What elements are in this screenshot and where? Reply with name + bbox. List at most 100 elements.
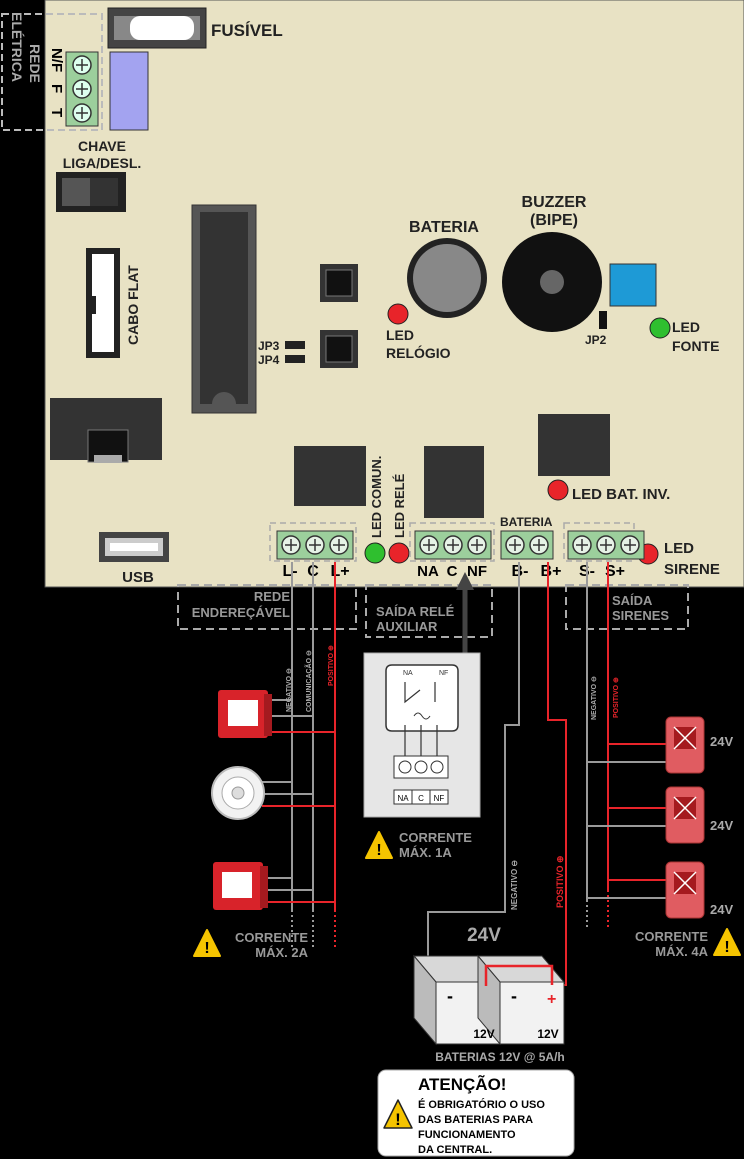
led-comun-label: LED COMUN. [369,456,384,538]
usb-label: USB [122,569,154,586]
led-bat-inv-label: LED BAT. INV. [572,486,670,503]
battery-1-voltage: 12V [473,1027,494,1041]
terminal-l-plus: L+ [330,563,349,580]
led-relogio-label-2: RELÓGIO [386,344,451,361]
microcontroller-chip [191,204,257,414]
nf-label: N/F [48,48,65,72]
siren-1-voltage: 24V [710,734,733,749]
led-fonte-label-2: FONTE [672,338,719,354]
terminal-relay-c: C [447,563,458,580]
saida-rele-label-2: AUXILIAR [376,619,438,634]
led-rele-label: LED RELÉ [392,473,407,538]
battery-24v-label: 24V [467,925,501,946]
led-sirene-label-1: LED [664,540,694,557]
siren-wires [586,562,668,930]
relay-top-nf: NF [439,670,448,677]
bateria-terminals-title: BATERIA [500,515,553,529]
jp2-label: JP2 [585,333,607,347]
bateria-label: BATERIA [409,219,479,236]
small-ic-2 [320,330,358,368]
loop-negativo-label: NEGATIVO ⊖ [286,668,293,712]
terminal-dashed-boxes [269,522,635,562]
loop-warning-icon: ! [193,929,221,957]
flat-cable-connector [86,248,120,358]
battery-2-voltage: 12V [537,1027,558,1041]
saida-sirenes-label-1: SAÍDA [612,593,653,608]
relay-c: C [418,794,424,803]
relay-current-label-1: CORRENTE [399,830,472,845]
siren-1 [665,716,705,774]
jp4-jumper [285,355,305,363]
relay-na: NA [397,794,409,803]
terminal-blocks [276,530,645,560]
svg-text:-: - [447,986,453,1006]
svg-text:+: + [547,991,556,1008]
led-comun [364,542,386,564]
led-fonte-label-1: LED [672,319,700,335]
svg-text:!: ! [724,939,729,956]
fuse [107,7,207,49]
loop-current-label-2: MÁX. 2A [255,945,308,960]
jp3-jumper [285,341,305,349]
led-rele [388,542,410,564]
battery-terminal-block [500,530,554,560]
rede-enderecavel-label-2: ENDEREÇÁVEL [192,605,290,620]
jp4-label: JP4 [258,353,280,367]
chave-label: CHAVE [78,138,126,154]
relay-warning-icon: ! [365,831,393,859]
relay-current-label-2: MÁX. 1A [399,845,452,860]
rede-enderecavel-label-1: REDE [254,589,290,604]
battery-positivo-label: POSITIVO ⊕ [555,855,565,908]
f-label: F [48,84,65,93]
led-fonte [649,317,671,339]
siren-current-label-2: MÁX. 4A [655,944,708,959]
siren-negativo-label: NEGATIVO ⊖ [591,676,598,720]
led-relogio [387,303,409,325]
loop-current-label-1: CORRENTE [235,930,308,945]
siren-positivo-label: POSITIVO ⊕ [613,677,620,718]
siren-terminal-block [567,530,645,560]
bipe-label: (BIPE) [530,212,578,229]
jp2-jumper [599,311,607,329]
saida-rele-label-1: SAÍDA RELÉ [376,604,455,619]
warning-box [377,1069,575,1157]
siren-2-voltage: 24V [710,818,733,833]
battery-jumper [484,964,554,986]
manual-call-point-1 [218,690,272,738]
terminal-l-minus: L- [282,563,297,580]
saida-sirenes-label-2: SIRENES [612,608,669,623]
jp3-label: JP3 [258,339,280,353]
terminal-b-plus: B+ [541,563,562,580]
relay-terminal-block [414,530,492,560]
mains-terminal-block [65,51,99,127]
relay-nf: NF [434,794,445,803]
warning-line-1: É OBRIGATÓRIO O USO [418,1098,545,1111]
fusivel-label: FUSÍVEL [211,21,283,40]
ic-comm [294,446,366,506]
rj-connector [50,398,162,463]
ic-battery [538,414,610,476]
eletrica-label: ELÉTRICA [9,12,25,82]
battery-2: - + [476,954,566,1046]
power-switch [56,172,126,212]
siren-3-voltage: 24V [710,902,733,917]
svg-text:!: ! [204,940,209,957]
siren-2 [665,786,705,844]
siren-warning-icon: ! [713,928,741,956]
led-bat-inv [547,479,569,501]
smoke-detector [211,766,265,820]
svg-text:!: ! [376,842,381,859]
cabo-flat-label: CABO FLAT [125,265,141,345]
warning-line-3: FUNCIONAMENTO [418,1129,516,1141]
terminal-na: NA [417,563,439,580]
mains-dashed-box [1,13,103,131]
warning-title: ATENÇÃO! [418,1074,506,1094]
coin-battery-face [413,244,481,312]
siren-3 [665,861,705,919]
led-relogio-label-1: LED [386,327,414,343]
usb-port [99,532,169,562]
buzzer-label: BUZZER [522,194,587,211]
svg-text:-: - [511,986,517,1006]
siren-current-label-1: CORRENTE [635,929,708,944]
